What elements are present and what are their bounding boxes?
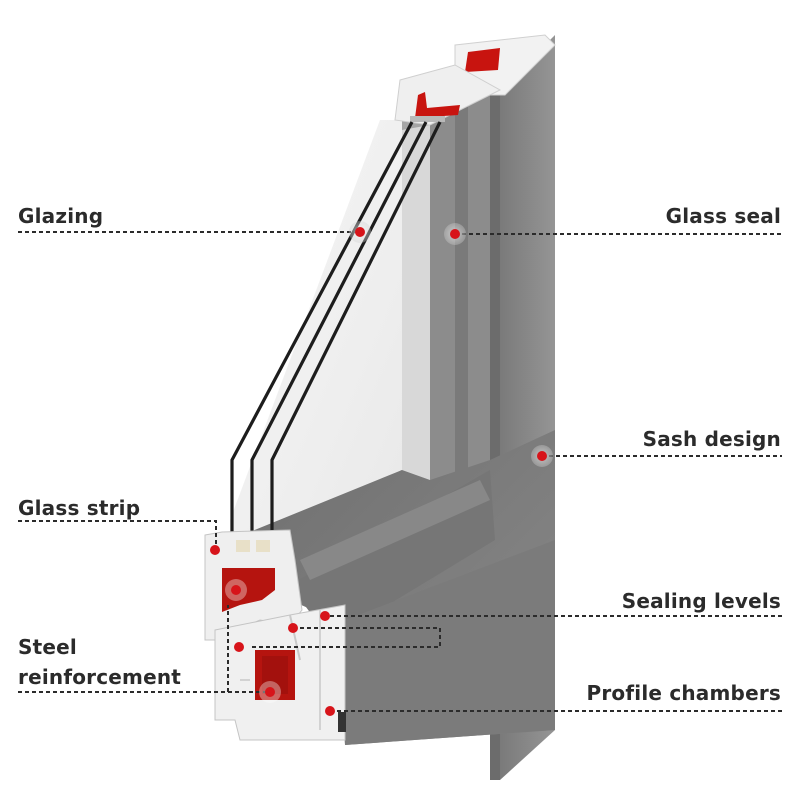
bottom-cross-section <box>204 529 346 741</box>
marker-glass-seal[interactable] <box>450 229 460 239</box>
marker-sealing-2[interactable] <box>288 623 298 633</box>
marker-steel-sash[interactable] <box>231 585 241 595</box>
label-glass-strip: Glass strip <box>18 496 141 520</box>
marker-sealing-1[interactable] <box>320 611 330 621</box>
top-cross-section <box>394 34 556 126</box>
marker-sash-design[interactable] <box>537 451 547 461</box>
bottom-frame <box>230 430 555 745</box>
label-sash-design: Sash design <box>642 427 781 451</box>
label-glazing: Glazing <box>18 204 104 228</box>
label-steel-line2: reinforcement <box>18 665 182 689</box>
label-profile-chambers: Profile chambers <box>586 681 781 705</box>
label-steel-line1: Steel <box>18 635 77 659</box>
leader-sealing-levels-2 <box>250 627 441 648</box>
leader-glass-strip <box>18 520 217 548</box>
label-glass-seal: Glass seal <box>665 204 781 228</box>
marker-glazing[interactable] <box>355 227 365 237</box>
marker-sealing-3[interactable] <box>234 642 244 652</box>
markers <box>210 221 553 716</box>
label-steel-reinforcement: Steel reinforcement <box>18 632 181 692</box>
marker-profile-chambers[interactable] <box>325 706 335 716</box>
label-sealing-levels: Sealing levels <box>621 589 781 613</box>
marker-glass-strip[interactable] <box>210 545 220 555</box>
leader-lines <box>18 231 782 712</box>
marker-steel-frame[interactable] <box>265 687 275 697</box>
